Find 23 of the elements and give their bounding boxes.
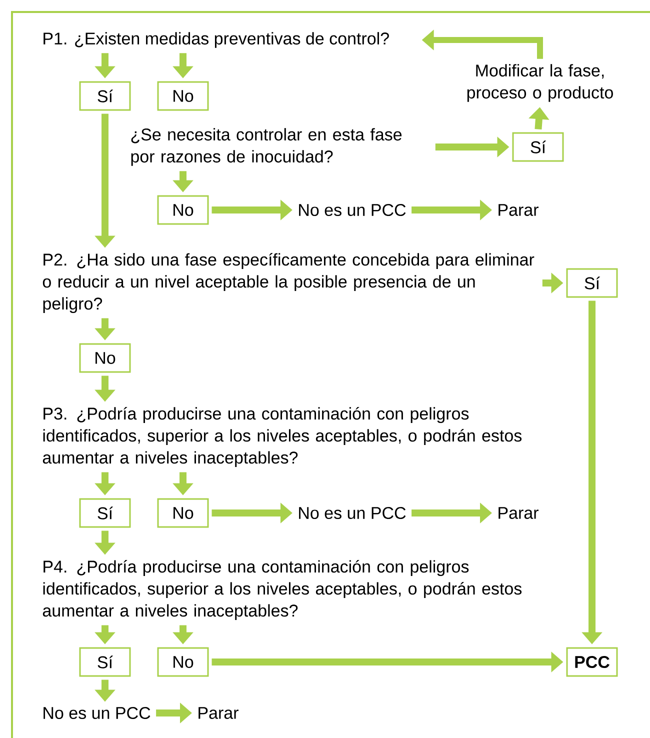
- answer-box: Sí: [512, 132, 564, 162]
- answer-box: Sí: [566, 268, 618, 298]
- result-text: No es un PCC: [44, 707, 150, 720]
- answer-box: Sí: [79, 81, 131, 111]
- question-text: P2. ¿Ha sido una fase específicamente concebida para eliminar o reducir a un nivel aceptable la posible presencia de un peligro?: [42, 252, 534, 314]
- action-text: Modificar la fase, proceso o producto: [467, 64, 613, 102]
- answer-box: No: [157, 647, 209, 677]
- question-text: P1. ¿Existen medidas preventivas de control?: [44, 32, 389, 48]
- answer-box: Sí: [79, 647, 131, 677]
- answer-box: No: [157, 81, 209, 111]
- question-text: P3. ¿Podría producirse una contaminación con peligros identificados, superior a los niveles aceptables, o podrán estos aumentar a niveles inaceptables?: [42, 406, 522, 468]
- result-box: PCC: [566, 647, 618, 677]
- result-text: Parar: [498, 507, 538, 519]
- answer-box: No: [157, 498, 209, 528]
- result-text: Parar: [498, 204, 538, 216]
- result-text: No es un PCC: [299, 204, 406, 216]
- result-text: No es un PCC: [299, 506, 406, 520]
- question-text: ¿Se necesita controlar en esta fase por razones de inocuidad?: [131, 128, 402, 166]
- answer-box: Sí: [79, 498, 131, 528]
- answer-box: No: [79, 343, 131, 373]
- result-text: Parar: [198, 707, 238, 719]
- answer-box: No: [157, 195, 209, 225]
- question-text: P4. ¿Podría producirse una contaminación con peligros identificados, superior a los niveles aceptables, o podrán estos aumentar a niveles inaceptables?: [42, 560, 522, 620]
